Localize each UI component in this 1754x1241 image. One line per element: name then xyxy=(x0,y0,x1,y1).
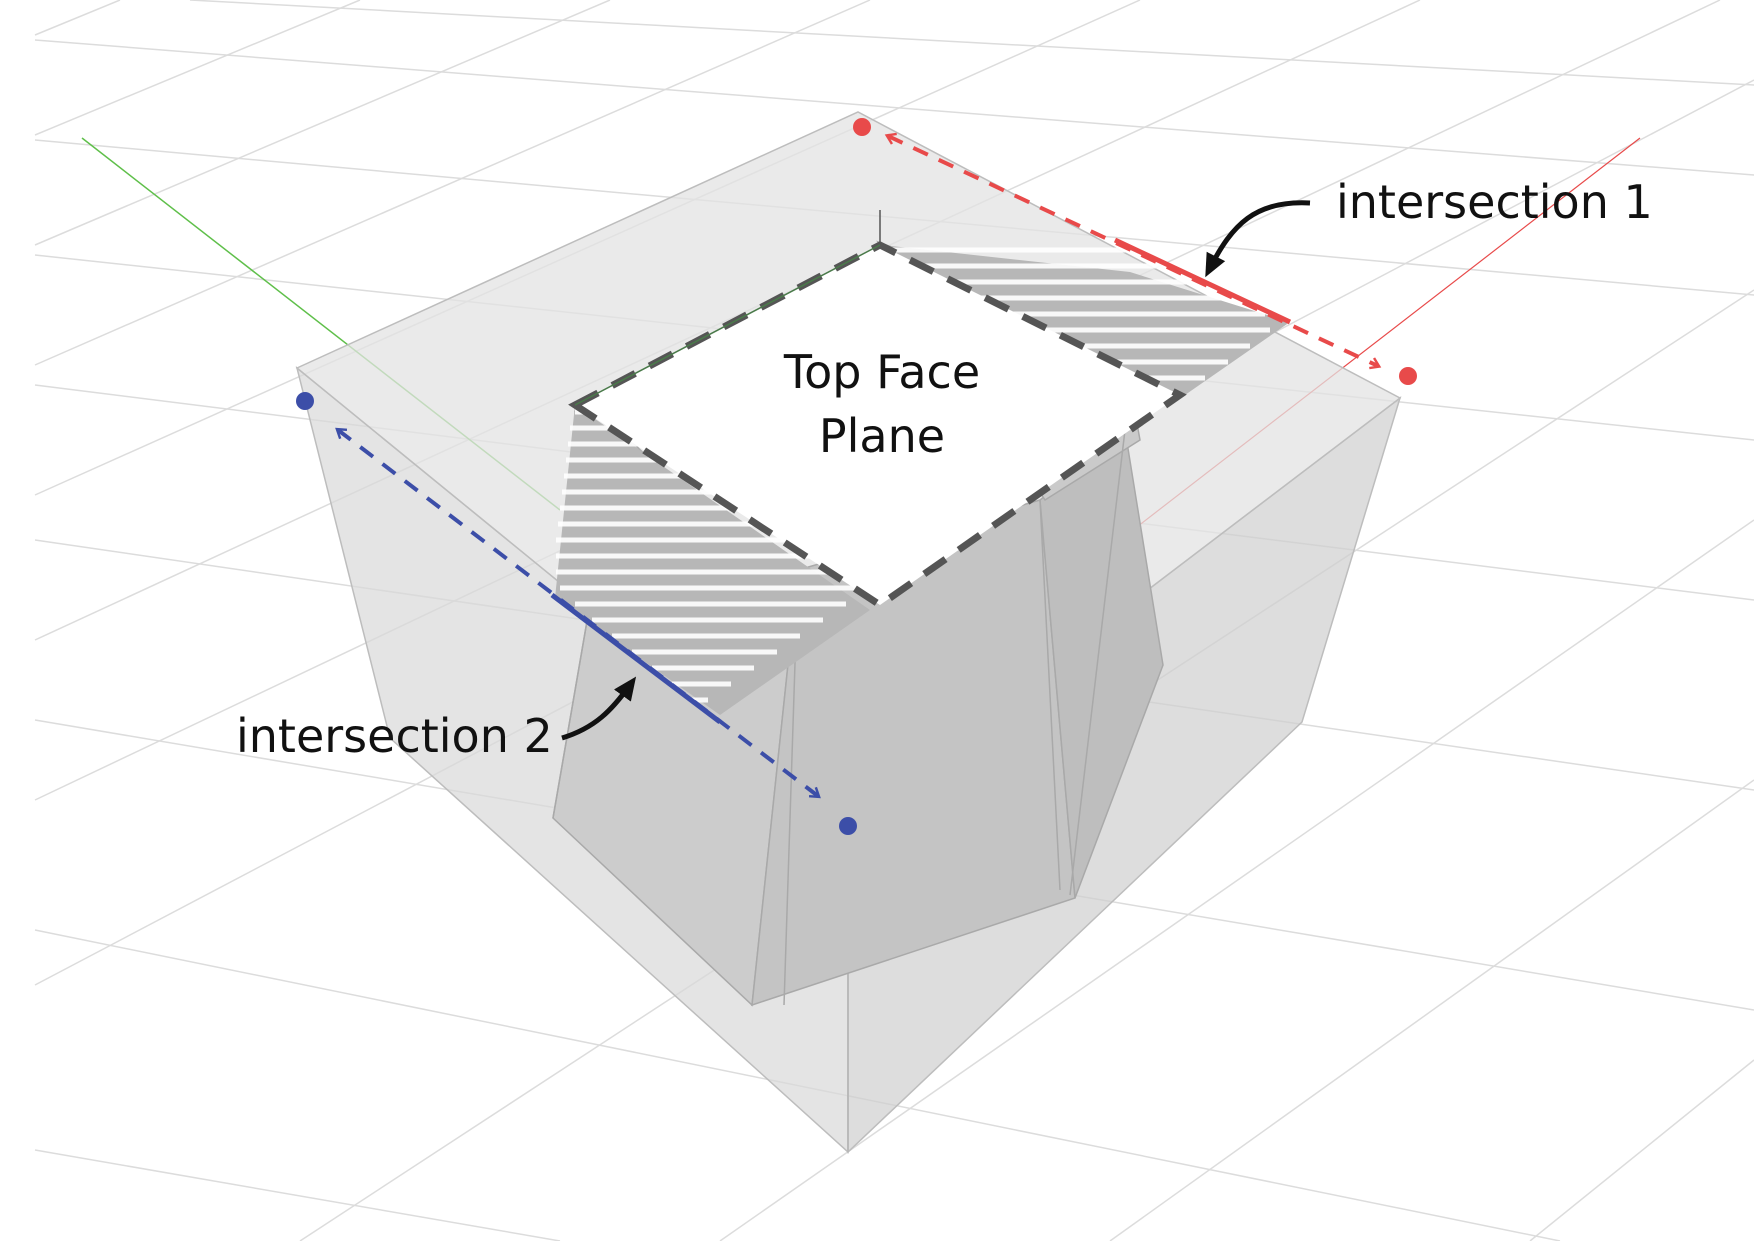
intersection-2-edge xyxy=(550,593,722,724)
intersection-1-edge xyxy=(1113,237,1292,325)
intersection-2-group: intersection 2 xyxy=(236,392,857,835)
intersection-2-pointer-arrow xyxy=(561,676,637,741)
intersection-1-dimension-arrow xyxy=(884,132,1382,370)
blue-endpoint-bottom xyxy=(839,817,857,835)
intersection-1-pointer-arrow xyxy=(1205,200,1311,278)
intersection-1-label: intersection 1 xyxy=(1336,175,1653,229)
red-endpoint-top xyxy=(853,118,871,136)
intersection-2-label: intersection 2 xyxy=(236,709,553,763)
red-endpoint-right xyxy=(1399,367,1417,385)
blue-endpoint-left xyxy=(296,392,314,410)
intersection-1-group: intersection 1 xyxy=(853,118,1653,385)
top-face-label-line1: Top Face xyxy=(783,345,980,399)
top-face-label-line2: Plane xyxy=(819,409,945,463)
